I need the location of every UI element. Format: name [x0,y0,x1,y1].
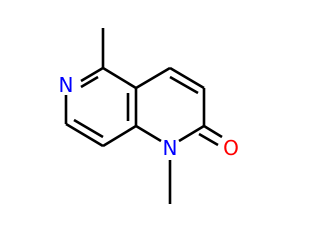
bond-c4a-c4 [135,66,171,90]
atom-n1-label: N [163,136,178,160]
bond-c2-o-double [198,132,219,147]
atom-labels: N N O [58,73,240,160]
bond-c8-c8a [102,124,137,148]
bond-n1-c8a [135,124,162,143]
bond-c7-c8 [65,122,104,148]
bond-c4a-c5 [102,66,137,90]
bond-c4-c3 [169,66,205,90]
atom-n6-label: N [59,73,74,97]
bond-lines [64,28,223,204]
bond-c2-o [203,124,223,139]
atom-n1: N [162,136,178,160]
bond-c5-n6 [80,66,104,83]
bond-c7-c8-double [73,118,104,139]
bond-c2-n1 [178,124,205,143]
molecule-structure-diagram: N N O [58,28,240,204]
atom-o-label: O [223,136,239,160]
bond-c5-n6-double [80,75,99,89]
atom-o: O [222,136,240,160]
atom-n6: N [58,73,74,97]
bond-c4-c3-double [169,75,199,95]
